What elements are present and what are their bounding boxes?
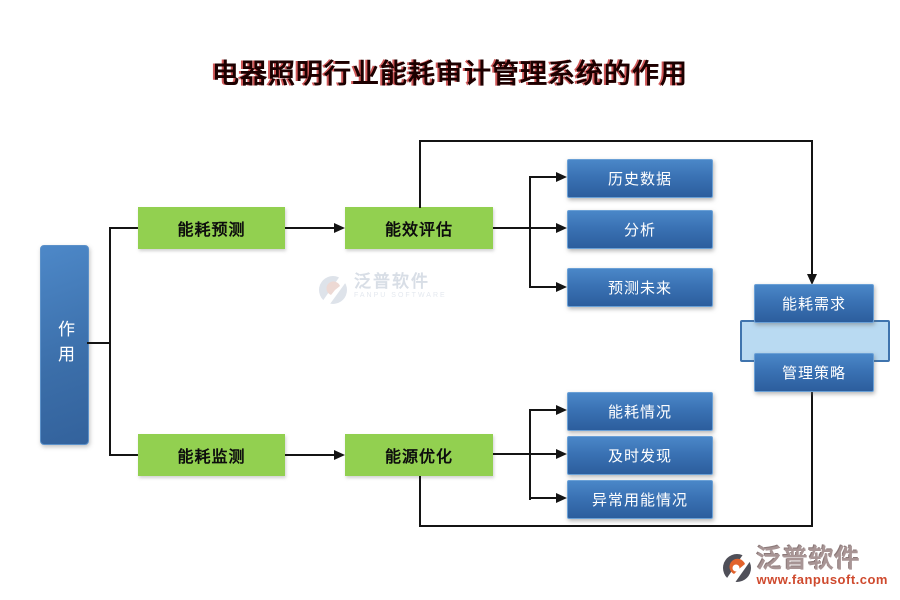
connector-to-forecast [109, 227, 138, 229]
node-root: 作用 [40, 245, 89, 445]
branch-arm-timely-head [556, 449, 567, 459]
route-top-left-vertical [419, 140, 421, 208]
branch-arm-analysis-head [556, 223, 567, 233]
branch-arm-predict-head [556, 282, 567, 292]
fanpu-logo-icon [723, 553, 752, 584]
node-predict-future-label: 预测未来 [607, 280, 672, 297]
node-consumption-status: 能耗情况 [567, 392, 713, 431]
arrow-forecast-to-assessment-line [285, 227, 336, 229]
node-energy-forecast: 能耗预测 [138, 207, 285, 249]
watermark-brand-en: FANPU SOFTWARE [354, 292, 447, 299]
arrow-monitoring-to-optimization-line [285, 454, 336, 456]
fanpu-logo-watermark-icon [319, 276, 347, 304]
node-energy-monitoring: 能耗监测 [138, 434, 285, 476]
route-right-vertical [811, 140, 813, 275]
page-title: 电器照明行业能耗审计管理系统的作用 [212, 59, 688, 89]
route-arrow-into-demand [807, 274, 817, 285]
node-energy-monitoring-label: 能耗监测 [177, 449, 246, 466]
node-root-label: 作用 [55, 320, 74, 370]
branch-arm-timely-line [531, 453, 557, 455]
branch-bottom-vertical [529, 409, 531, 500]
route-bottom-horizontal [419, 525, 813, 527]
route-top-horizontal [419, 140, 813, 142]
node-management-strategy-label: 管理策略 [781, 365, 846, 382]
arrow-forecast-to-assessment-head [334, 223, 345, 233]
node-historical-data-label: 历史数据 [607, 171, 672, 188]
branch-arm-history-line [529, 176, 557, 178]
route-bottom-right-vertical [811, 390, 813, 527]
node-timely-discovery-label: 及时发现 [607, 448, 672, 465]
node-efficiency-assessment: 能效评估 [345, 207, 493, 249]
watermark: 泛普软件 FANPU SOFTWARE [318, 272, 447, 306]
branch-arm-consumption-head [556, 405, 567, 415]
node-analysis-label: 分析 [623, 222, 656, 239]
arrow-monitoring-to-optimization-head [334, 450, 345, 460]
footer-brand: 泛普软件 www.fanpusoft.com [722, 547, 888, 587]
connector-assessment-out [493, 227, 531, 229]
node-management-strategy: 管理策略 [754, 353, 874, 392]
node-energy-optimization: 能源优化 [345, 434, 493, 476]
connector-optimization-out [493, 453, 531, 455]
footer-url: www.fanpusoft.com [756, 572, 888, 587]
node-consumption-status-label: 能耗情况 [607, 404, 672, 421]
connector-root-horizontal [87, 342, 111, 344]
node-predict-future: 预测未来 [567, 268, 713, 307]
node-abnormal-usage-label: 异常用能情况 [591, 492, 688, 509]
branch-arm-abnormal-head [556, 493, 567, 503]
node-efficiency-assessment-label: 能效评估 [384, 222, 453, 239]
connector-trunk-vertical [109, 227, 111, 456]
node-energy-demand: 能耗需求 [754, 284, 874, 323]
branch-arm-predict-line [529, 286, 557, 288]
node-energy-demand-label: 能耗需求 [781, 296, 846, 313]
connector-to-monitoring [109, 454, 138, 456]
branch-arm-abnormal-line [529, 497, 557, 499]
node-energy-forecast-label: 能耗预测 [177, 222, 246, 239]
branch-arm-consumption-line [529, 409, 557, 411]
node-timely-discovery: 及时发现 [567, 436, 713, 475]
branch-top-vertical [529, 176, 531, 288]
route-bottom-left-vertical [419, 476, 421, 527]
node-abnormal-usage: 异常用能情况 [567, 480, 713, 519]
node-historical-data: 历史数据 [567, 159, 713, 198]
watermark-brand: 泛普软件 [354, 272, 430, 291]
footer-brand-name: 泛普软件 [756, 546, 861, 573]
branch-arm-history-head [556, 172, 567, 182]
branch-arm-analysis-line [531, 227, 557, 229]
node-energy-optimization-label: 能源优化 [384, 449, 453, 466]
node-analysis: 分析 [567, 210, 713, 249]
